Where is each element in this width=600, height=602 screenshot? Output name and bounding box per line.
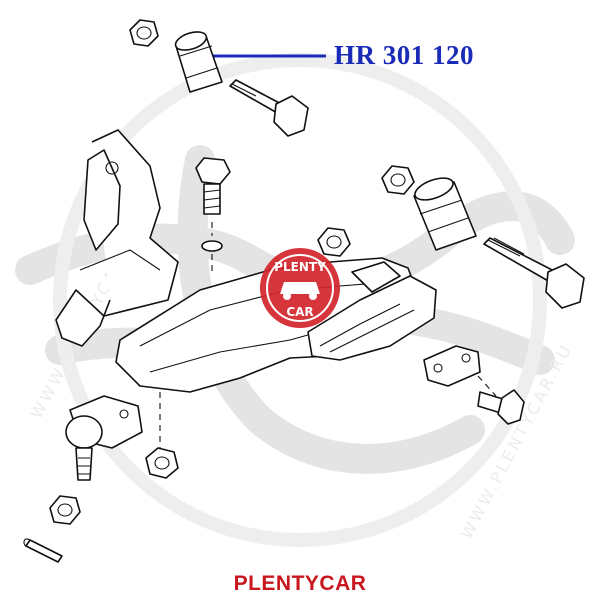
center-bolt — [195, 157, 231, 276]
top-bushing — [174, 31, 223, 93]
brand-logo: PLENTY CAR — [260, 248, 340, 328]
arm-nut — [317, 227, 351, 257]
mount-plate — [423, 345, 497, 397]
ball-joint-nut — [145, 447, 179, 479]
plate-bolt — [477, 389, 525, 425]
logo-bottom-text: CAR — [286, 305, 313, 319]
right-nut — [381, 165, 415, 195]
part-number-label: HR 301 120 — [334, 40, 474, 70]
right-bolt — [483, 237, 585, 309]
brand-caption: PLENTYCAR — [233, 572, 367, 595]
right-bushing — [413, 177, 477, 251]
top-nut — [129, 19, 159, 47]
top-bolt — [229, 79, 309, 137]
cotter-pin — [23, 538, 63, 563]
car-icon — [280, 282, 320, 294]
castle-nut — [49, 495, 81, 525]
logo-top-text: PLENTY — [274, 260, 326, 274]
frame-bracket — [55, 129, 179, 347]
ball-joint — [65, 392, 161, 481]
